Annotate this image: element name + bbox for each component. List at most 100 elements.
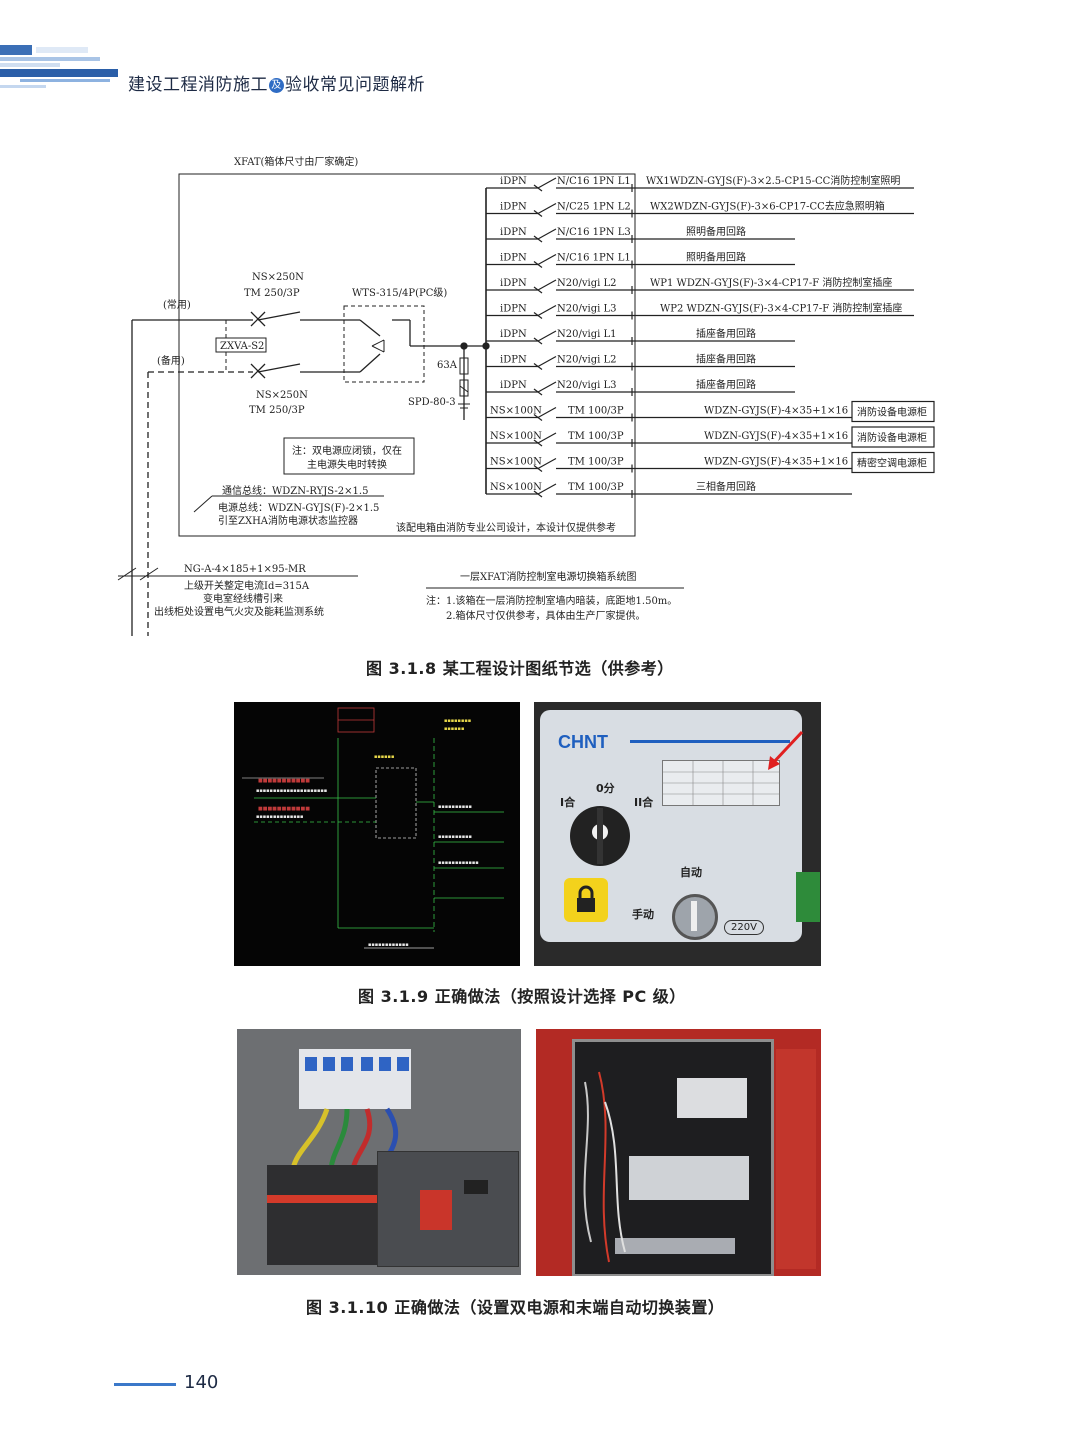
cabinet-door — [776, 1049, 816, 1269]
label-beiyong: (备用) — [157, 354, 185, 367]
circuit-description: 照明备用回路 — [686, 225, 746, 238]
circuit-x-mark — [533, 184, 543, 192]
circuit-type: NS×100N — [490, 406, 542, 417]
circuit-switch-line — [537, 177, 557, 189]
circuit-description: 插座备用回路 — [696, 327, 756, 340]
cabinet-interior — [572, 1039, 774, 1276]
circuit-tag: 消防设备电源柜 — [857, 406, 927, 419]
circuit-type: iDPN — [500, 227, 527, 238]
circuit-spec: N/C16 1PN L1 — [557, 176, 631, 187]
breaker-top-rating: TM 250/3P — [244, 288, 300, 299]
circuit-x-mark — [533, 235, 543, 243]
ats-controller — [377, 1151, 519, 1267]
circuit-tag-box — [851, 400, 935, 423]
circuit-description: 照明备用回路 — [686, 251, 746, 264]
ats-switch-photo — [237, 1029, 521, 1275]
svg-text:▪▪▪▪▪▪▪▪▪▪▪▪: ▪▪▪▪▪▪▪▪▪▪▪▪ — [438, 860, 479, 866]
circuit-spec: TM 100/3P — [568, 457, 624, 468]
circuit-description: WP2 WDZN-GYJS(F)-3×4-CP17-F 消防控制室插座 — [660, 302, 902, 315]
circuit-switch-line — [537, 457, 557, 470]
circuit-tag: 消防设备电源柜 — [857, 431, 927, 444]
diagram-title: 一层XFAT消防控制室电源切换箱系统图 — [460, 570, 637, 583]
circuit-type: iDPN — [500, 329, 527, 340]
circuit-spec: TM 100/3P — [568, 431, 624, 442]
circuit-switch-line — [537, 279, 557, 291]
circuit-x-mark — [533, 490, 543, 498]
cabinet-photo — [536, 1029, 821, 1276]
diagram-note2: 2.箱体尺寸仅供参考，具体由生产厂家提供。 — [446, 609, 646, 622]
feeder-note1: 上级开关整定电流Id=315A — [184, 579, 310, 592]
circuit-description: 三相备用回路 — [696, 480, 756, 493]
circuit-type: NS×100N — [490, 431, 542, 442]
circuit-x-mark — [533, 210, 543, 217]
header-decoration — [0, 45, 118, 88]
circuit-switch-line — [537, 330, 557, 342]
svg-text:▪▪▪▪▪▪: ▪▪▪▪▪▪ — [374, 754, 394, 760]
circuit-switch-line — [537, 228, 557, 240]
label-i-he: I合 — [560, 796, 576, 809]
header-title-part2: 验收常见问题解析 — [285, 75, 425, 95]
box-footer: 该配电箱由消防专业公司设计，本设计仅提供参考 — [396, 521, 616, 534]
circuit-description: WDZN-GYJS(F)-4×35+1×16 — [704, 406, 848, 417]
label-ii-he: II合 — [634, 796, 654, 809]
circuit-spec: N/C16 1PN L1 — [557, 253, 631, 264]
diagram-note1: 注：1.该箱在一层消防控制室墙内暗装，底距地1.50m。 — [426, 594, 677, 607]
key-switch[interactable] — [672, 894, 718, 940]
circuit-switch-line — [537, 253, 557, 266]
header-title-part1: 建设工程消防施工 — [128, 75, 268, 95]
feeder-note2: 变电室经线槽引来 — [203, 592, 283, 605]
label-manual: 手动 — [632, 908, 654, 921]
fuse-label: 63A — [437, 360, 458, 371]
svg-text:▪▪▪▪▪▪▪▪▪▪▪▪▪▪: ▪▪▪▪▪▪▪▪▪▪▪▪▪▪ — [256, 814, 303, 820]
circuit-type: iDPN — [500, 278, 527, 289]
header-amp-icon: 及 — [269, 78, 284, 93]
circuit-spec: N/C16 1PN L3 — [557, 227, 631, 238]
breaker-top-model: NS×250N — [252, 272, 304, 283]
circuit-type: iDPN — [500, 380, 527, 391]
circuit-switch-line — [537, 381, 557, 393]
circuit-type: iDPN — [500, 304, 527, 315]
box-title: XFAT(箱体尺寸由厂家确定) — [234, 155, 358, 168]
circuit-type: iDPN — [500, 355, 527, 366]
selector-knob[interactable] — [570, 806, 630, 866]
schematic-diagram: XFAT(箱体尺寸由厂家确定) (常用) (备用) NS×250N TM 250… — [117, 155, 935, 636]
page-number-rule — [114, 1383, 176, 1386]
figure-caption-3-1-10: 图 3.1.10 正确做法（设置双电源和末端自动切换装置） — [306, 1298, 725, 1317]
svg-text:■■■■■■■■■■■: ■■■■■■■■■■■ — [258, 778, 310, 784]
circuit-switch-line — [537, 355, 557, 368]
breaker-bottom-rating: TM 250/3P — [249, 405, 305, 416]
circuit-type: NS×100N — [490, 457, 542, 468]
cad-drawing: ■■■■■■■■■■■ ■■■■■■■■■■■ ▪▪▪▪▪▪▪▪▪▪▪▪▪▪▪▪… — [242, 707, 504, 949]
circuit-x-mark — [533, 337, 543, 345]
circuit-description: 插座备用回路 — [696, 378, 756, 391]
chnt-logo: CHNT — [558, 732, 608, 752]
brand-stripe — [630, 740, 790, 743]
svg-text:■■■■■■■■■■■: ■■■■■■■■■■■ — [258, 806, 310, 812]
feeder-cable: NG-A-4×185+1×95-MR — [184, 564, 306, 575]
label-auto: 自动 — [680, 866, 702, 879]
circuit-description: WDZN-GYJS(F)-4×35+1×16 — [704, 431, 848, 442]
zxva-label: ZXVA-S2 — [220, 341, 264, 352]
circuit-description: WX2WDZN-GYJS(F)-3×6-CP17-CC去应急照明箱 — [650, 200, 885, 213]
circuit-spec: N20/vigi L2 — [557, 355, 616, 366]
note-box-line1: 注：双电源应闭锁，仅在 — [292, 444, 402, 457]
circuit-spec: N20/vigi L3 — [557, 380, 616, 391]
circuit-type: NS×100N — [490, 482, 542, 493]
cad-screenshot-photo: ■■■■■■■■■■■ ■■■■■■■■■■■ ▪▪▪▪▪▪▪▪▪▪▪▪▪▪▪▪… — [234, 702, 520, 966]
circuit-tag-box — [851, 426, 935, 448]
label-zero: 0分 — [596, 782, 615, 795]
circuit-spec: N20/vigi L3 — [557, 304, 616, 315]
svg-text:▪▪▪▪▪▪: ▪▪▪▪▪▪ — [444, 726, 464, 732]
circuit-tag: 精密空调电源柜 — [857, 457, 927, 470]
circuit-x-mark — [533, 414, 543, 421]
svg-text:▪▪▪▪▪▪▪▪▪▪▪▪: ▪▪▪▪▪▪▪▪▪▪▪▪ — [368, 942, 409, 948]
circuit-spec: TM 100/3P — [568, 482, 624, 493]
circuit-type: iDPN — [500, 202, 527, 213]
voltage-badge: 220V — [724, 920, 764, 935]
circuit-type: iDPN — [500, 176, 527, 187]
figure-caption-3-1-8: 图 3.1.8 某工程设计图纸节选（供参考） — [366, 659, 674, 678]
circuit-switch-line — [537, 483, 557, 495]
figure-caption-3-1-9: 图 3.1.9 正确做法（按照设计选择 PC 级） — [358, 987, 686, 1006]
bus-power-line1: 电源总线：WDZN-GYJS(F)-2×1.5 — [218, 501, 379, 514]
label-changyong: (常用) — [163, 298, 191, 311]
